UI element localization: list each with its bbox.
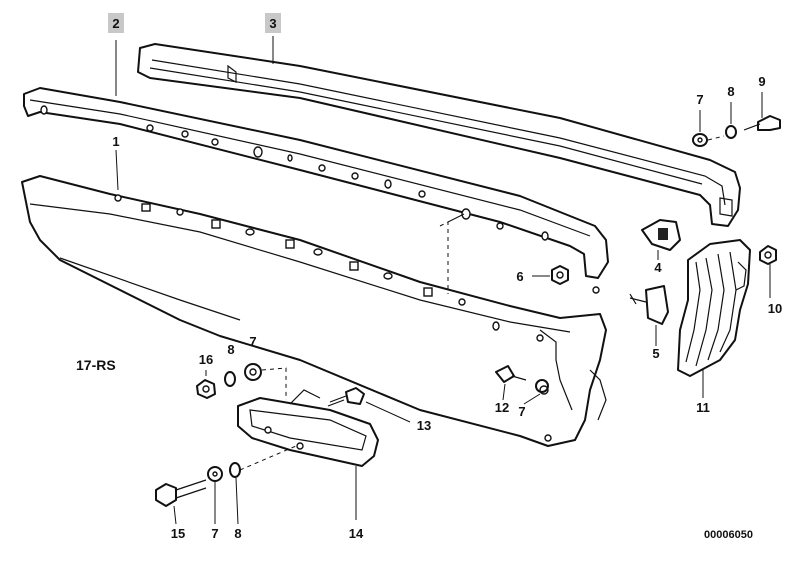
part-8-lock-washer-top xyxy=(725,125,737,139)
leader-lines xyxy=(115,36,771,525)
callout-7-bottom: 7 xyxy=(211,526,218,541)
callout-3: 3 xyxy=(265,13,281,33)
callout-9: 9 xyxy=(758,74,765,89)
document-number: 00006050 xyxy=(704,529,753,541)
callout-8-bottom: 8 xyxy=(234,526,241,541)
callout-6: 6 xyxy=(516,269,523,284)
callout-7-top: 7 xyxy=(696,92,703,107)
callout-3-highlight xyxy=(265,13,281,33)
part-3-trim-strip xyxy=(137,43,741,227)
callout-4: 4 xyxy=(654,260,662,275)
callout-8-left: 8 xyxy=(227,342,234,357)
part-12-bolt xyxy=(495,365,527,383)
part-15-bolt xyxy=(155,479,207,507)
callout-2-highlight xyxy=(108,13,124,33)
part-14-bracket xyxy=(237,389,379,467)
part-11-corner-guard xyxy=(677,239,751,377)
callout-10: 10 xyxy=(768,301,782,316)
callout-5: 5 xyxy=(652,346,659,361)
callout-7-mid: 7 xyxy=(518,404,525,419)
part-5-bracket-plate xyxy=(629,285,669,325)
part-7-washer-mid xyxy=(535,379,549,393)
part-16-nut-left xyxy=(196,379,216,399)
callout-16: 16 xyxy=(199,352,213,367)
callout-14: 14 xyxy=(349,526,364,541)
callout-2: 2 xyxy=(108,13,124,33)
alignment-lines xyxy=(239,135,725,471)
callout-8-top: 8 xyxy=(727,84,734,99)
part-4-clip xyxy=(641,219,681,251)
part-10-nut-right xyxy=(759,245,777,265)
part-6-nut xyxy=(551,265,569,285)
part-13-screw xyxy=(327,387,365,407)
part-7-washer-left xyxy=(244,363,262,381)
part-7-washer-top xyxy=(692,133,708,147)
part-1-bumper-body xyxy=(21,175,607,447)
part-8-lock-washer-bottom xyxy=(229,462,241,478)
svg-text:3: 3 xyxy=(269,16,276,31)
callout-1: 1 xyxy=(112,134,119,149)
callout-15: 15 xyxy=(171,526,185,541)
callout-12: 12 xyxy=(495,400,509,415)
part-8-lock-washer-left xyxy=(224,371,236,387)
part-2-rubber-strip xyxy=(23,87,609,294)
callout-7-left: 7 xyxy=(249,334,256,349)
callout-13: 13 xyxy=(417,418,431,433)
callout-11: 11 xyxy=(696,400,710,415)
part-9-screw xyxy=(743,115,781,131)
svg-text:2: 2 xyxy=(112,16,119,31)
part-7-washer-bottom xyxy=(207,466,223,482)
group-label: 17-RS xyxy=(76,357,116,373)
